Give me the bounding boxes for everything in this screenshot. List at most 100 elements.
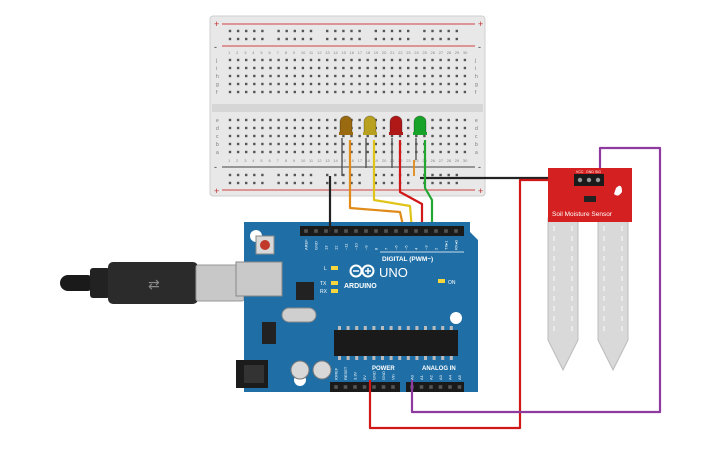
column-number: 27 (439, 158, 444, 163)
breadboard-hole (382, 118, 386, 122)
header-hole[interactable] (374, 229, 378, 233)
column-number: 12 (317, 50, 322, 55)
header-hole[interactable] (324, 229, 328, 233)
breadboard-rail-hole (228, 181, 232, 185)
header-hole[interactable] (364, 229, 368, 233)
breadboard-hole (277, 118, 280, 122)
header-hole[interactable] (429, 385, 433, 389)
header-hole[interactable] (381, 385, 386, 389)
header-hole[interactable] (314, 229, 318, 233)
column-number: 18 (366, 50, 371, 55)
header-hole[interactable] (391, 385, 395, 389)
breadboard-hole (455, 66, 458, 70)
header-hole[interactable] (414, 229, 418, 233)
breadboard-hole (366, 74, 369, 78)
prong-trace (621, 256, 623, 261)
breadboard-hole (269, 82, 272, 86)
header-hole[interactable] (362, 385, 367, 389)
breadboard-hole (342, 134, 345, 138)
breadboard-hole (253, 90, 256, 94)
header-hole[interactable] (384, 229, 388, 233)
breadboard-rail-hole (350, 37, 353, 41)
breadboard-hole (423, 90, 426, 94)
breadboard-hole (439, 150, 442, 154)
breadboard-hole (350, 90, 353, 94)
header-hole[interactable] (424, 229, 428, 233)
breadboard-hole (326, 58, 329, 62)
sensor-pin-label-gnd: GND (586, 170, 594, 174)
led-amber-dark (339, 115, 353, 135)
breadboard-hole (358, 142, 361, 146)
breadboard-hole (326, 126, 329, 130)
breadboard-hole (236, 90, 240, 94)
breadboard-hole (326, 118, 329, 122)
row-letter: f (475, 90, 477, 96)
prong-trace (553, 226, 555, 231)
breadboard-hole (366, 66, 369, 70)
breadboard-hole (358, 74, 361, 78)
header-hole[interactable] (372, 385, 376, 389)
chip-pin (424, 326, 427, 330)
breadboard-hole (431, 142, 434, 146)
header-hole[interactable] (334, 385, 338, 389)
breadboard-rail-hole (228, 173, 232, 177)
row-letter: a (475, 150, 478, 156)
breadboard-hole (455, 142, 458, 146)
column-number: 24 (414, 50, 419, 55)
breadboard-hole (382, 90, 386, 94)
led-yellow-rim (363, 132, 377, 135)
breadboard-hole (334, 82, 337, 86)
breadboard-hole (447, 118, 450, 122)
header-hole[interactable] (334, 229, 338, 233)
sensor-prong-traces (553, 226, 623, 331)
breadboard-rail-hole (374, 173, 377, 177)
header-hole[interactable] (419, 385, 424, 389)
breadboard-hole (293, 142, 296, 146)
breadboard-hole (390, 134, 394, 138)
breadboard-hole (261, 74, 264, 78)
breadboard-rail-hole (334, 173, 337, 177)
breadboard-hole (236, 142, 240, 146)
breadboard-rail-hole (301, 29, 305, 33)
header-hole[interactable] (448, 385, 452, 389)
arduino-logo-icon (349, 264, 375, 278)
chip-pin (381, 356, 384, 360)
breadboard-hole (269, 90, 272, 94)
breadboard-hole (269, 58, 272, 62)
breadboard-hole (398, 74, 402, 78)
header-hole[interactable] (454, 229, 458, 233)
prong-trace (603, 246, 605, 251)
header-hole[interactable] (457, 385, 462, 389)
header-hole[interactable] (394, 229, 398, 233)
chip-pin (398, 356, 402, 360)
breadboard-hole (334, 58, 337, 62)
breadboard-rail-hole (277, 181, 280, 185)
header-hole[interactable] (354, 229, 358, 233)
pin-label: AREF (304, 239, 309, 250)
header-hole[interactable] (404, 229, 408, 233)
breadboard-hole (236, 126, 240, 130)
prong-trace (571, 276, 573, 281)
header-hole[interactable] (434, 229, 438, 233)
breadboard-rail-hole (309, 37, 313, 41)
header-hole[interactable] (344, 229, 348, 233)
breadboard-rail-hole (431, 173, 434, 177)
header-hole[interactable] (353, 385, 357, 389)
breadboard-rail-hole (382, 173, 386, 177)
header-hole[interactable] (343, 385, 348, 389)
reset-button-cap[interactable] (260, 240, 270, 250)
rx-led-label: RX (320, 289, 328, 295)
breadboard-hole (463, 74, 467, 78)
breadboard-hole (447, 126, 450, 130)
row-letter: a (216, 150, 219, 156)
breadboard-rail-hole (326, 173, 329, 177)
header-hole[interactable] (444, 229, 448, 233)
breadboard-hole (326, 90, 329, 94)
breadboard-hole (463, 134, 467, 138)
breadboard-hole (439, 82, 442, 86)
sensor-prong-right (597, 217, 629, 372)
header-hole[interactable] (304, 229, 308, 233)
column-number: 14 (333, 50, 338, 55)
breadboard-hole (301, 90, 305, 94)
header-hole[interactable] (438, 385, 443, 389)
